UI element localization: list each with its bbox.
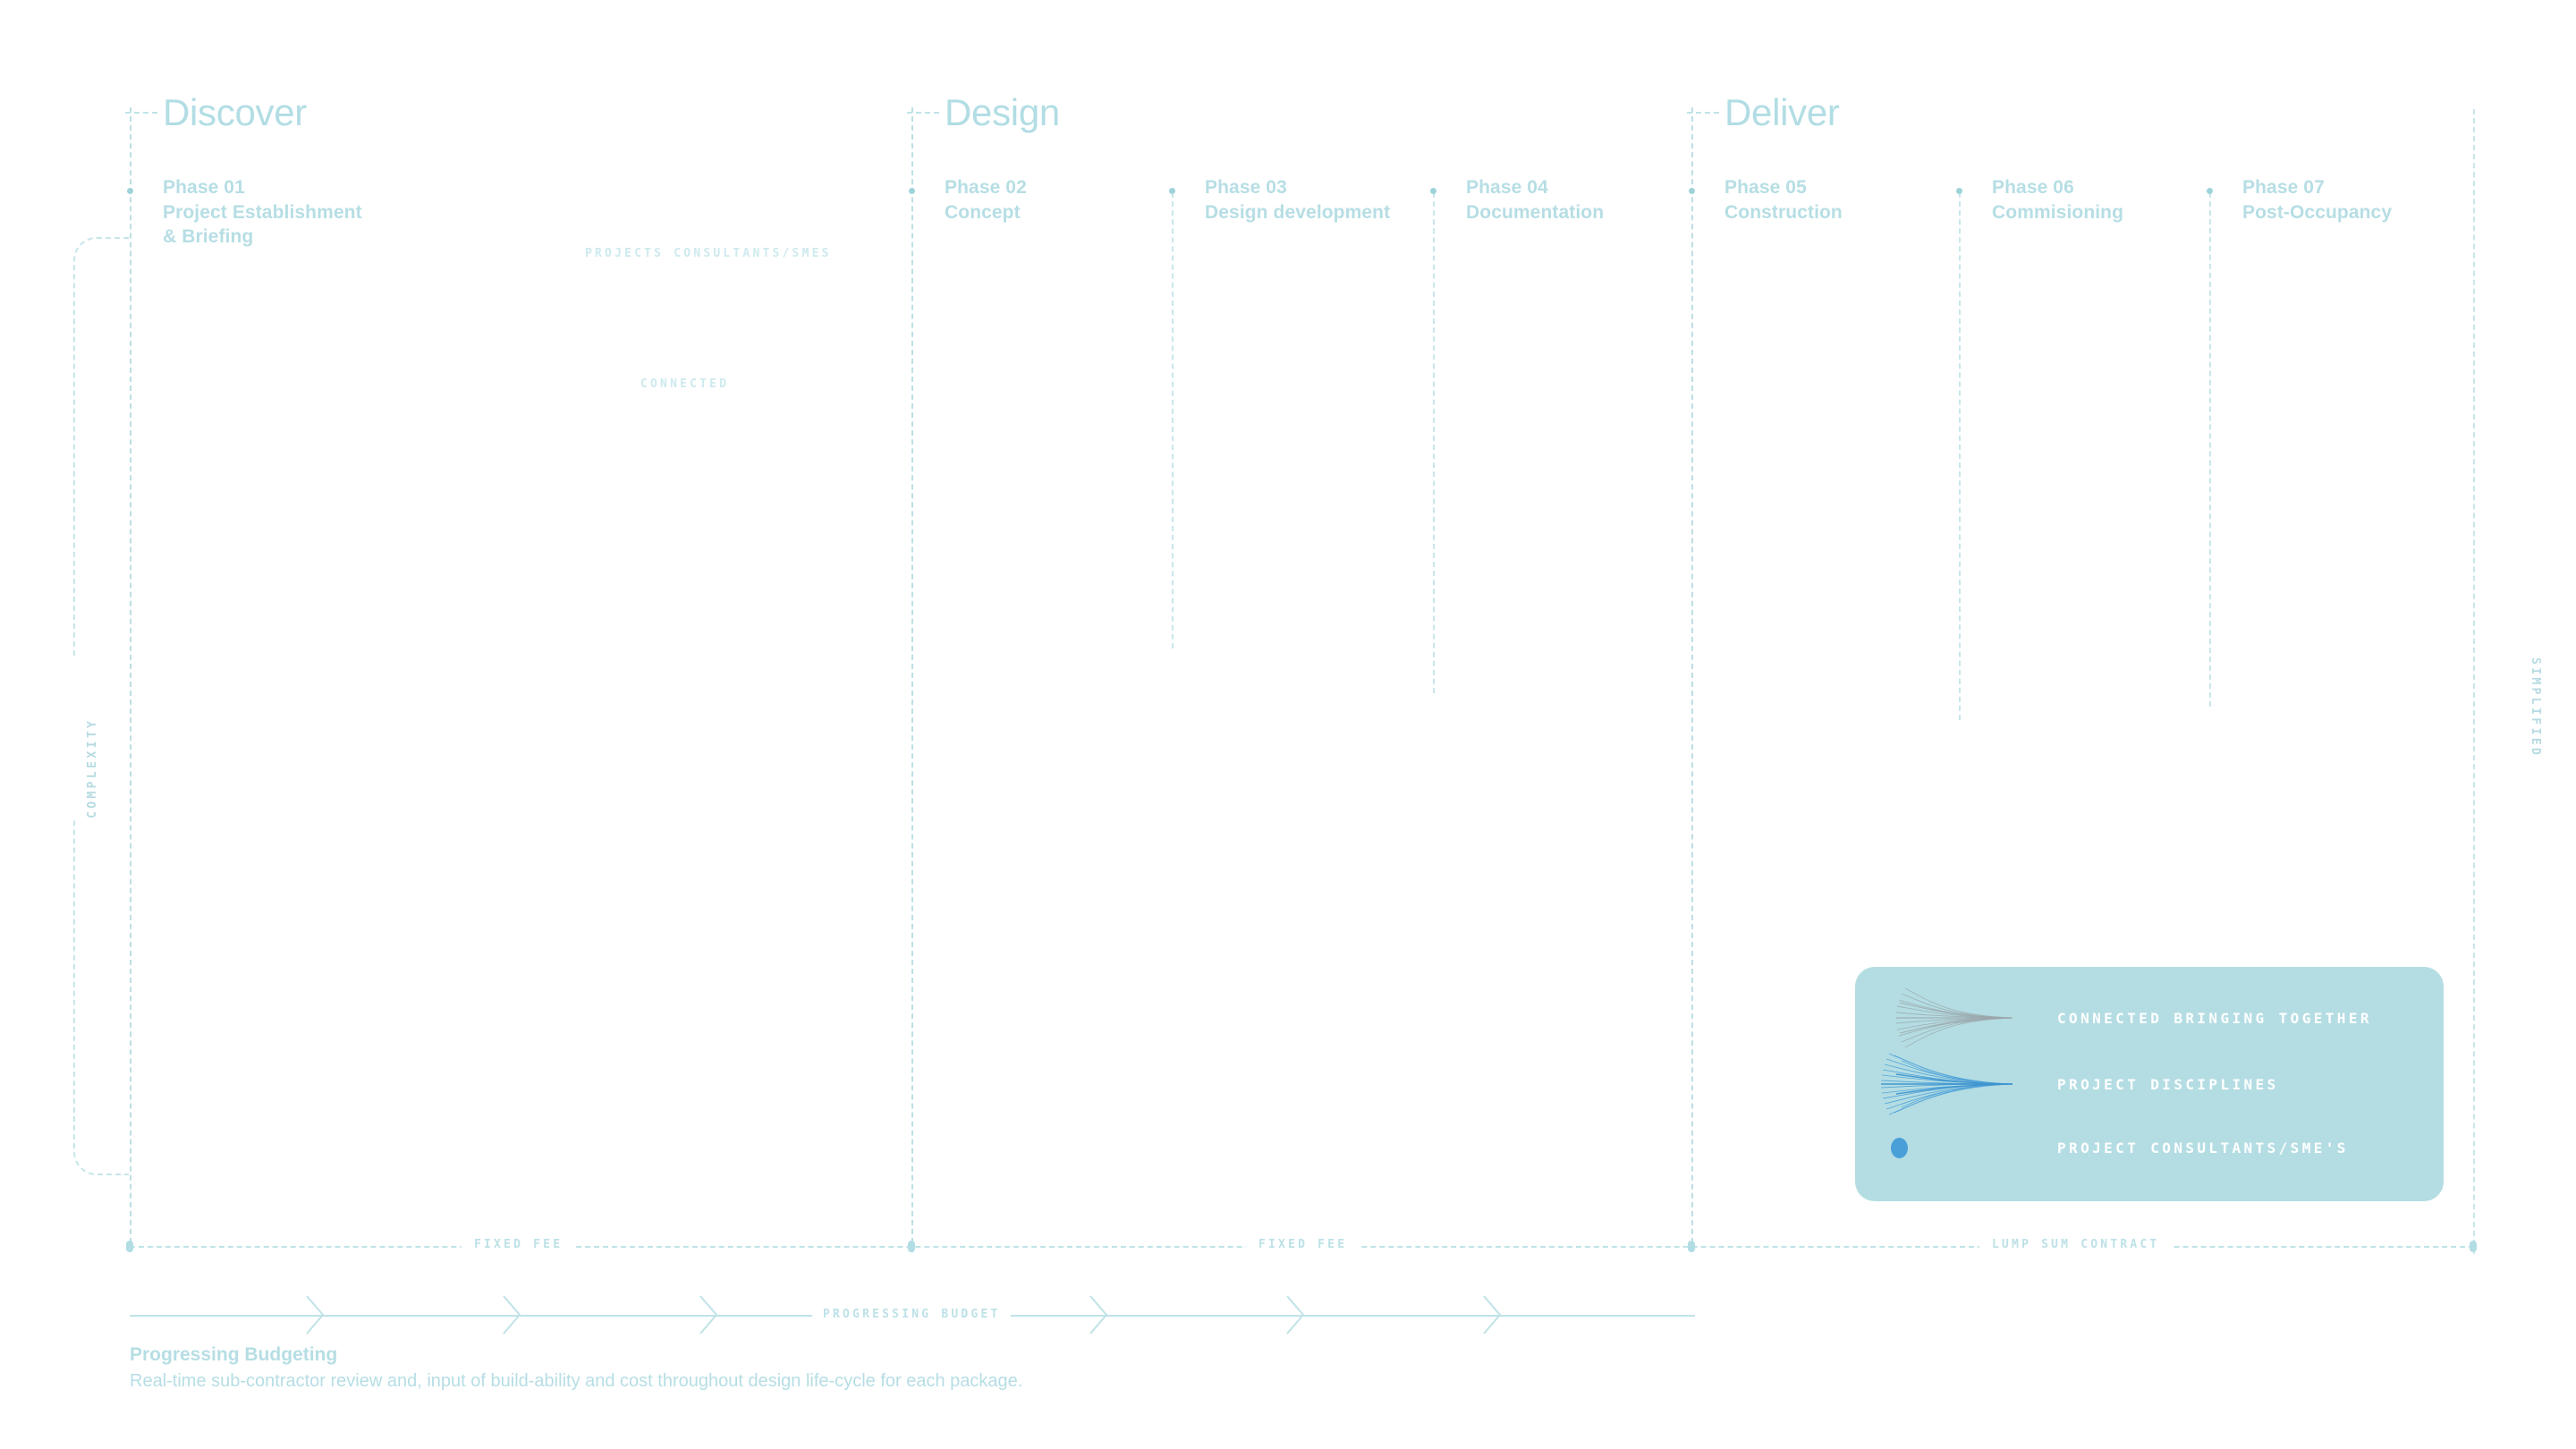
footer-description: Real-time sub-contractor review and, inp… xyxy=(130,1370,1023,1391)
phase-rule-06 xyxy=(1959,192,1961,720)
flow-label-progressing-budget: PROGRESSING BUDGET xyxy=(812,1308,1012,1321)
phase-name-04: Documentation xyxy=(1466,201,1605,223)
flow-chevron-2 xyxy=(502,1294,521,1335)
phase-name-01: Project Establishment xyxy=(163,201,362,223)
footer-note: Progressing Budgeting Real-time sub-cont… xyxy=(130,1342,1022,1394)
phase-dot-05 xyxy=(1689,188,1695,194)
footer-title: Progressing Budgeting xyxy=(130,1344,338,1365)
stage-title-deliver: Deliver xyxy=(1724,91,1840,133)
phase-number-01: Phase 01 xyxy=(163,177,245,198)
annotation-connected: CONNECTED xyxy=(640,377,730,391)
phase-dot-03 xyxy=(1169,188,1175,194)
flow-chevron-5 xyxy=(1285,1294,1305,1335)
phase-block-03: Phase 03 Design development xyxy=(1205,175,1390,225)
contract-node-deliver xyxy=(1688,1241,1695,1252)
phase-dot-01 xyxy=(127,188,133,194)
stage-rule-stub-discover xyxy=(125,112,157,114)
boundary-rule-right xyxy=(2473,109,2475,1254)
phase-name-05: Construction xyxy=(1724,201,1843,223)
phase-dot-07 xyxy=(2207,188,2213,194)
legend-label-consultants: PROJECT CONSULTANTS/SME'S xyxy=(2057,1139,2349,1157)
blue-dot-icon xyxy=(1891,1137,1908,1158)
phase-rule-04 xyxy=(1433,192,1435,693)
flow-chevron-4 xyxy=(1089,1294,1108,1335)
phase-name-02: Concept xyxy=(945,201,1021,223)
stage-rule-stub-deliver xyxy=(1687,112,1719,114)
stage-title-design: Design xyxy=(945,91,1060,133)
phase-number-07: Phase 07 xyxy=(2242,177,2325,198)
contract-node-start xyxy=(126,1241,133,1252)
phase-block-07: Phase 07 Post-Occupancy xyxy=(2242,175,2392,225)
phase-block-05: Phase 05 Construction xyxy=(1724,175,1843,225)
annotation-projects-consultants: PROJECTS CONSULTANTS/SMES xyxy=(585,247,832,260)
phase-block-01: Phase 01 Project Establishment & Briefin… xyxy=(163,175,362,250)
phase-name-06: Commisioning xyxy=(1992,201,2124,223)
phase-dot-02 xyxy=(909,188,915,194)
phase-block-02: Phase 02 Concept xyxy=(945,175,1027,225)
phase-number-02: Phase 02 xyxy=(945,177,1027,198)
stage-rule-stub-design xyxy=(907,112,939,114)
contract-label-lump-sum: LUMP SUM CONTRACT xyxy=(1979,1238,2173,1251)
phase-number-06: Phase 06 xyxy=(1992,177,2074,198)
phase-dot-06 xyxy=(1956,188,1962,194)
phase-number-05: Phase 05 xyxy=(1724,177,1807,198)
fan-splay-grey-icon xyxy=(1878,987,2021,1049)
phase-number-03: Phase 03 xyxy=(1205,177,1287,198)
stage-rule-deliver xyxy=(1691,107,1693,1252)
phase-number-04: Phase 04 xyxy=(1466,177,1548,198)
legend-item-connected: CONNECTED BRINGING TOGETHER xyxy=(1878,987,2424,1049)
fan-splay-blue-icon xyxy=(1878,1053,2021,1115)
legend-label-connected: CONNECTED BRINGING TOGETHER xyxy=(2057,1009,2372,1027)
phase-block-06: Phase 06 Commisioning xyxy=(1992,175,2123,225)
legend-item-disciplines: PROJECT DISCIPLINES xyxy=(1878,1053,2424,1115)
stage-rule-discover xyxy=(130,107,131,1252)
phase-name-07: Post-Occupancy xyxy=(2242,201,2393,223)
phase-name-03: Design development xyxy=(1205,201,1391,223)
flow-chevron-6 xyxy=(1482,1294,1502,1335)
axis-label-complexity: COMPLEXITY xyxy=(86,717,99,818)
phase-block-04: Phase 04 Documentation xyxy=(1466,175,1604,225)
axis-label-simplified: SIMPLIFIED xyxy=(2529,657,2542,758)
phase-rule-07 xyxy=(2209,192,2211,707)
contract-node-end xyxy=(2470,1241,2477,1252)
legend-label-disciplines: PROJECT DISCIPLINES xyxy=(2057,1075,2279,1093)
stage-title-discover: Discover xyxy=(163,91,307,133)
contract-label-fixed-fee-2: FIXED FEE xyxy=(1246,1238,1360,1251)
complexity-bracket-gap xyxy=(66,657,86,818)
legend-item-consultants: PROJECT CONSULTANTS/SME'S xyxy=(1878,1121,2424,1174)
phase-rule-03 xyxy=(1172,192,1174,648)
contract-label-fixed-fee-1: FIXED FEE xyxy=(462,1238,576,1251)
flow-chevron-3 xyxy=(699,1294,718,1335)
flow-chevron-1 xyxy=(305,1294,325,1335)
blue-dot-swatch-wrap xyxy=(1878,1116,2021,1179)
contract-node-design xyxy=(908,1241,915,1252)
phase-dot-04 xyxy=(1430,188,1436,194)
legend-panel: CONNECTED BRINGING TOGETHER xyxy=(1855,967,2444,1201)
stage-rule-design xyxy=(911,107,913,1252)
phase-name-01-line2: & Briefing xyxy=(163,226,254,248)
